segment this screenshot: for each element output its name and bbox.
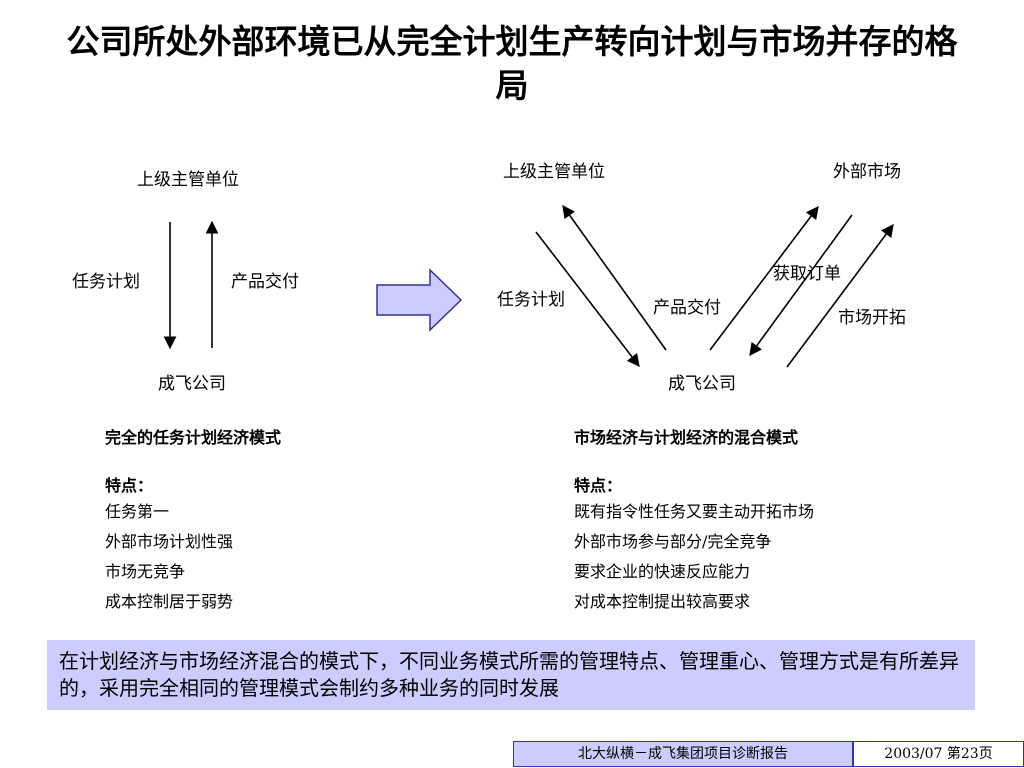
right-delivery-label: 产品交付 [653, 298, 721, 318]
left-features-heading: 特点： [105, 476, 154, 495]
task-plan-arrow [535, 231, 640, 368]
order-label: 获取订单 [773, 264, 841, 284]
right-company-label: 成飞公司 [668, 374, 736, 394]
right-features-heading: 特点： [574, 476, 623, 495]
right-mode-title: 市场经济与计划经济的混合模式 [574, 428, 799, 447]
list-item: 成本控制居于弱势 [105, 592, 234, 611]
footer-page-number: 2003/07 第23页 [853, 741, 1024, 767]
order-arrow [709, 205, 819, 351]
list-item: 要求企业的快速反应能力 [574, 562, 751, 581]
left-mode-title: 完全的任务计划经济模式 [105, 428, 282, 447]
list-item: 市场无竞争 [105, 562, 186, 581]
list-item: 外部市场参与部分/完全竞争 [574, 532, 772, 551]
list-item: 对成本控制提出较高要求 [574, 592, 751, 611]
left-delivery-label: 产品交付 [231, 272, 299, 292]
list-item: 任务第一 [105, 502, 170, 521]
delivery-arrow [562, 204, 667, 351]
transition-arrow [376, 268, 463, 332]
list-item: 外部市场计划性强 [105, 532, 234, 551]
left-superior-label: 上级主管单位 [137, 170, 239, 190]
right-task-plan-label: 任务计划 [497, 290, 565, 310]
footer-project: 北大纵横－成飞集团项目诊断报告 [513, 741, 853, 767]
left-features-list: 任务第一 外部市场计划性强 市场无竞争 成本控制居于弱势 [105, 497, 233, 617]
market-in-arrow [749, 214, 853, 357]
left-task-plan-label: 任务计划 [72, 272, 140, 292]
market-expand-arrow [786, 223, 894, 368]
page-title: 公司所处外部环境已从完全计划生产转向计划与市场并存的格局 [66, 22, 958, 105]
summary-note: 在计划经济与市场经济混合的模式下，不同业务模式所需的管理特点、管理重心、管理方式… [47, 640, 975, 710]
right-features-list: 既有指令性任务又要主动开拓市场 外部市场参与部分/完全竞争 要求企业的快速反应能… [574, 497, 814, 617]
left-company-label: 成飞公司 [158, 374, 226, 394]
right-superior-label: 上级主管单位 [503, 162, 605, 182]
market-expansion-label: 市场开拓 [838, 308, 906, 328]
external-market-label: 外部市场 [833, 162, 901, 182]
list-item: 既有指令性任务又要主动开拓市场 [574, 502, 815, 521]
